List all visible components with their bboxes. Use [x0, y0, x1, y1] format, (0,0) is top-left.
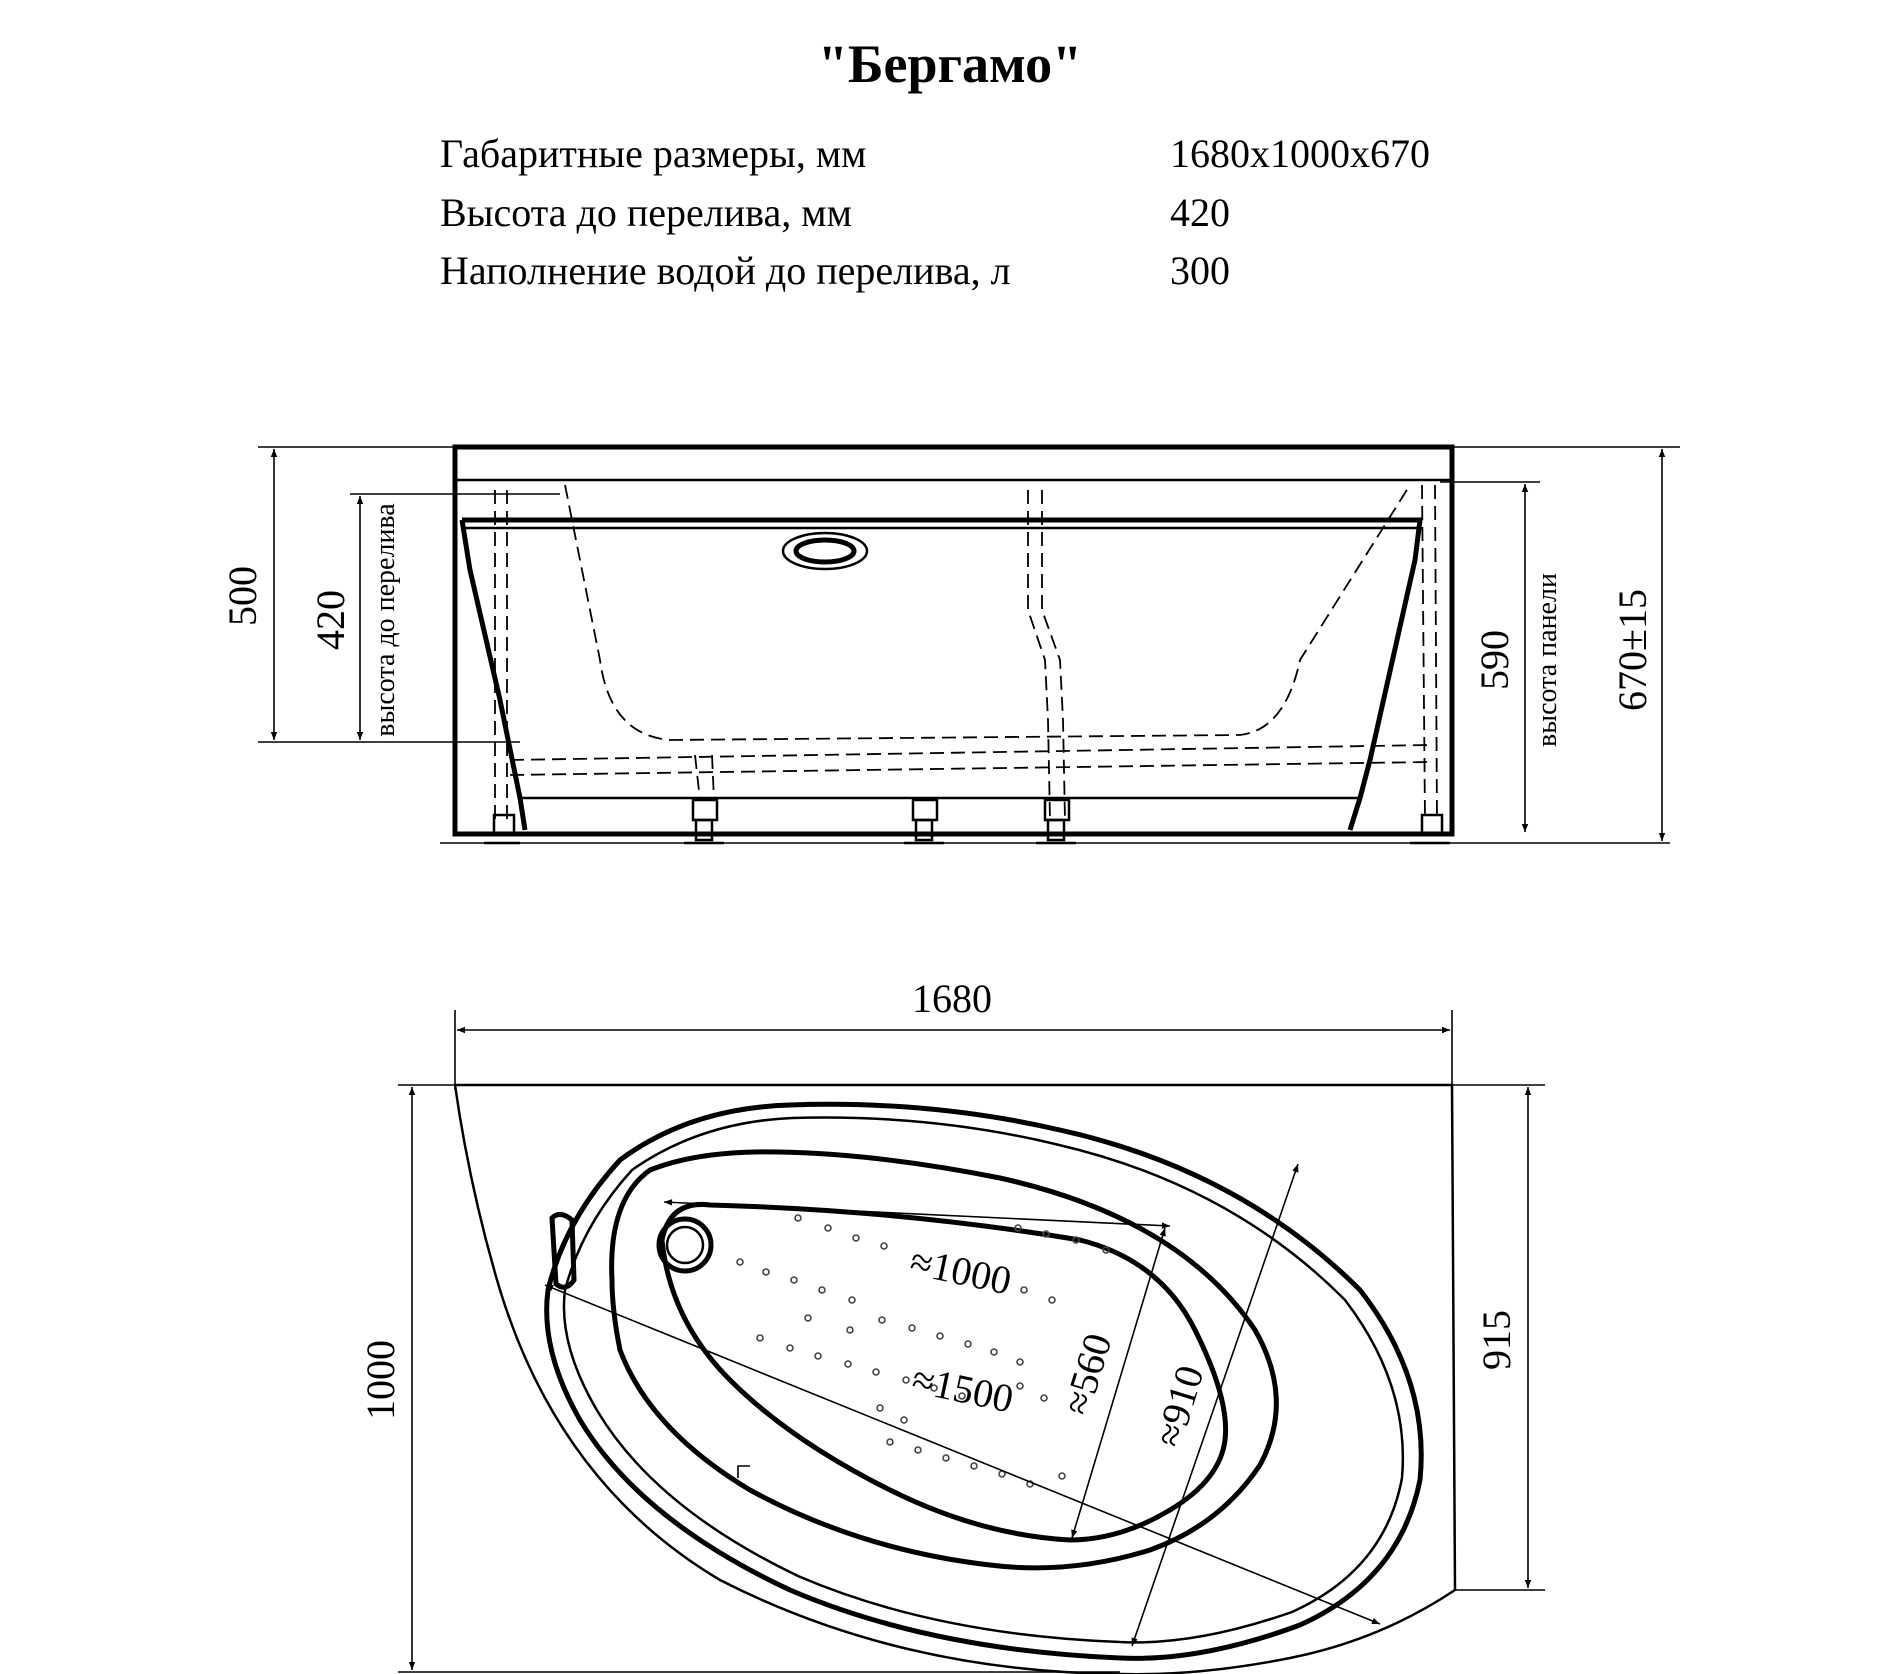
hidden-drain-pipe — [1027, 490, 1066, 821]
spec-table: Габаритные размеры, мм 1680x1000x670 Выс… — [440, 131, 1430, 293]
dim-label-outer-910: ≈910 — [1146, 1360, 1213, 1452]
dim-500: 500 — [220, 446, 520, 743]
tub-front-profile — [459, 517, 1423, 831]
dim-1000-width: 1000 — [358, 1084, 1120, 1673]
hidden-floor-line — [509, 744, 1431, 776]
dim-label-1000-width: 1000 — [358, 1340, 403, 1420]
dim-670: 670±15 — [1452, 446, 1680, 841]
hidden-leg-left — [494, 490, 508, 820]
front-panel-outline — [452, 444, 1455, 837]
top-view: 1680 — [358, 976, 1545, 1674]
page-title: "Бергамо" — [818, 34, 1082, 94]
panel-height-caption: высота панели — [1532, 573, 1563, 747]
front-view: 500 420 высота до перелива 590 высота па… — [220, 444, 1680, 845]
dim-label-inner-560: ≈560 — [1054, 1328, 1121, 1420]
hidden-pipe-center — [694, 754, 715, 801]
dim-label-1680: 1680 — [912, 976, 992, 1021]
dim-inner-1500: ≈1500 — [544, 1284, 1381, 1625]
tub-outer-contour — [453, 1083, 1457, 1674]
spec-label-dimensions: Габаритные размеры, мм — [440, 131, 866, 176]
dim-590: 590 высота панели — [1440, 481, 1563, 832]
drain-inner — [665, 1225, 705, 1265]
spec-value-water-volume: 300 — [1170, 248, 1230, 293]
dim-label-inner-1500: ≈1500 — [908, 1356, 1017, 1421]
dim-label-590: 590 — [1472, 630, 1517, 690]
dim-label-420: 420 — [308, 590, 353, 650]
overflow-height-caption: высота до перелива — [370, 503, 401, 737]
hidden-basin-line — [564, 484, 1411, 741]
dim-420: 420 высота до перелива — [308, 493, 560, 740]
spec-label-water-volume: Наполнение водой до перелива, л — [440, 248, 1011, 293]
dim-1680: 1680 — [454, 976, 1453, 1090]
hidden-leg-right — [1421, 484, 1438, 821]
overflow-outer — [781, 531, 869, 571]
spec-value-overflow-height: 420 — [1170, 190, 1230, 235]
corner-mark — [737, 1465, 750, 1478]
dim-label-inner-1000: ≈1000 — [906, 1238, 1015, 1303]
spec-value-dimensions: 1680x1000x670 — [1170, 131, 1430, 176]
support-feet — [484, 798, 1450, 845]
dim-915: 915 — [1452, 1084, 1545, 1591]
dim-label-500: 500 — [220, 566, 265, 626]
overflow-inner — [793, 537, 857, 565]
dim-label-915: 915 — [1474, 1310, 1519, 1370]
dim-label-670: 670±15 — [1610, 589, 1655, 711]
spec-label-overflow-height: Высота до перелива, мм — [440, 190, 852, 235]
